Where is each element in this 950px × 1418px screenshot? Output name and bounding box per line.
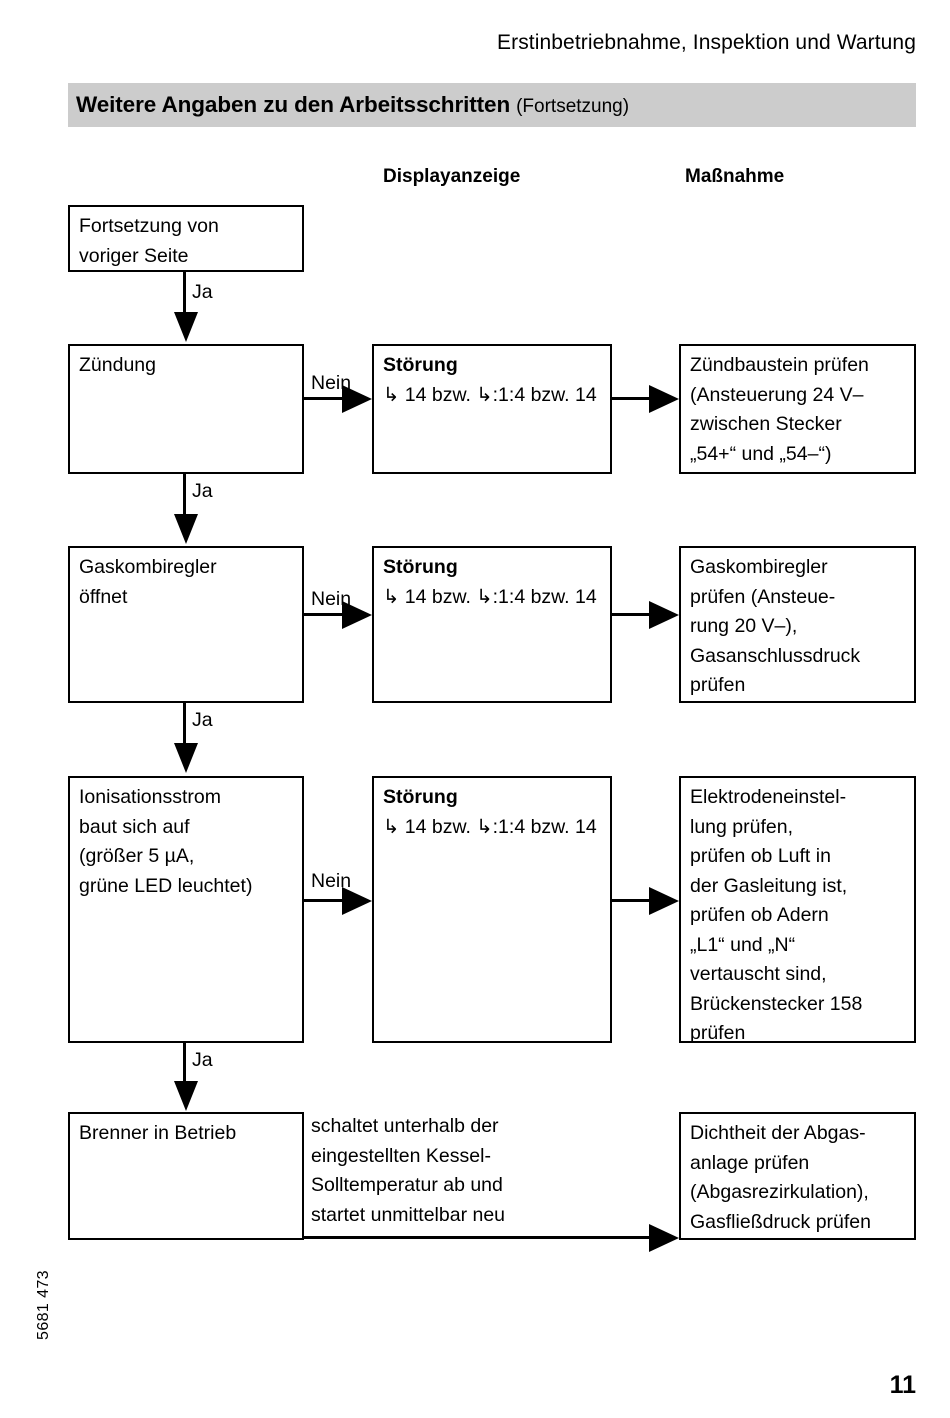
flow-box-line: Brenner in Betrieb: [79, 1122, 237, 1144]
measure-box-line: Gasanschlussdruck: [690, 644, 861, 667]
flow-box-line: (größer 5 µA,: [79, 845, 195, 867]
arrow-down-icon: [174, 1081, 198, 1111]
measure-box-line: prüfen: [690, 1022, 746, 1044]
measure-box-burner: Dichtheit der Abgas- anlage prüfen (Abga…: [679, 1112, 916, 1240]
flow-box-ignition: Zündung: [68, 344, 304, 474]
flow-box-line: Gaskombiregler: [79, 556, 217, 578]
burner-operation-note: schaltet unterhalb der eingestellten Kes…: [311, 1112, 621, 1230]
arrow-right-icon: [649, 1224, 679, 1252]
section-banner: Weitere Angaben zu den Arbeitsschritten(…: [68, 83, 916, 127]
measure-box-line: (Ansteuerung 24 V–: [690, 383, 864, 406]
connector-line-horizontal: [612, 397, 652, 400]
arrow-right-icon: [342, 887, 372, 915]
measure-box-line: Brückenstecker 158: [690, 992, 863, 1015]
edge-label-no: Nein: [311, 372, 352, 394]
measure-box-line: „L1“ und „N“: [690, 933, 796, 956]
flow-box-line: grüne LED leuchtet): [79, 874, 253, 897]
arrow-down-icon: [174, 312, 198, 342]
document-number: 5681 473: [35, 1270, 52, 1340]
edge-label-no: Nein: [311, 870, 352, 892]
connector-line-horizontal: [304, 397, 344, 400]
connector-line-horizontal: [612, 899, 652, 902]
measure-box-line: Zündbaustein prüfen: [690, 354, 869, 376]
connector-line-horizontal: [304, 613, 344, 616]
section-banner-inner: Weitere Angaben zu den Arbeitsschritten(…: [68, 92, 629, 118]
measure-box-line: Gaskombiregler: [690, 556, 828, 578]
display-box-code: ↳ 14 bzw. ↳:1:4 bzw. 14: [383, 585, 597, 608]
connector-line-vertical: [183, 474, 186, 516]
column-heading-measure: Maßnahme: [685, 166, 785, 187]
arrow-right-icon: [649, 601, 679, 629]
flow-box-gas-combination-regulator: Gaskombiregler öffnet: [68, 546, 304, 703]
flow-box-continue-from-previous-page: Fortsetzung von voriger Seite: [68, 205, 304, 272]
measure-box-line: rung 20 V–),: [690, 615, 798, 637]
connector-line-horizontal: [304, 899, 344, 902]
column-heading-display: Displayanzeige: [383, 166, 521, 187]
measure-box-gas-regulator: Gaskombiregler prüfen (Ansteue- rung 20 …: [679, 546, 916, 703]
display-box-fault-ionisation: Störung ↳ 14 bzw. ↳:1:4 bzw. 14: [372, 776, 612, 1043]
display-box-code: ↳ 14 bzw. ↳:1:4 bzw. 14: [383, 383, 597, 406]
measure-box-line: prüfen ob Luft in: [690, 845, 831, 867]
measure-box-line: prüfen ob Adern: [690, 904, 829, 926]
arrow-right-icon: [649, 887, 679, 915]
display-box-title: Störung: [383, 354, 458, 376]
flow-box-line: Fortsetzung von: [79, 215, 219, 237]
flow-box-line: öffnet: [79, 585, 128, 608]
measure-box-ignition: Zündbaustein prüfen (Ansteuerung 24 V– z…: [679, 344, 916, 474]
connector-line-vertical: [183, 1043, 186, 1085]
flow-box-line: Zündung: [79, 354, 156, 376]
flow-box-line: Ionisationsstrom: [79, 786, 221, 808]
measure-box-line: der Gasleitung ist,: [690, 874, 848, 897]
page-title: Weitere Angaben zu den Arbeitsschritten: [76, 92, 511, 117]
note-line: Solltemperatur ab und: [311, 1174, 503, 1196]
note-line: startet unmittelbar neu: [311, 1203, 506, 1226]
page-title-suffix: (Fortsetzung): [516, 96, 630, 117]
connector-line-vertical: [183, 272, 186, 314]
note-line: schaltet unterhalb der: [311, 1115, 499, 1137]
measure-box-line: Dichtheit der Abgas-: [690, 1122, 866, 1144]
measure-box-line: prüfen: [690, 674, 746, 696]
page-number: 11: [889, 1371, 916, 1399]
flow-box-ionisation-current: Ionisationsstrom baut sich auf (größer 5…: [68, 776, 304, 1043]
arrow-right-icon: [649, 385, 679, 413]
display-box-title: Störung: [383, 556, 458, 578]
connector-line-horizontal-long: [304, 1236, 652, 1239]
measure-box-line: lung prüfen,: [690, 815, 793, 838]
edge-label-yes: Ja: [192, 1049, 213, 1071]
measure-box-line: (Abgasrezirkulation),: [690, 1181, 869, 1203]
display-box-code: ↳ 14 bzw. ↳:1:4 bzw. 14: [383, 815, 597, 838]
running-head: Erstinbetriebnahme, Inspektion und Wartu…: [497, 31, 916, 54]
arrow-right-icon: [342, 601, 372, 629]
measure-box-line: zwischen Stecker: [690, 413, 842, 435]
measure-box-line: anlage prüfen: [690, 1151, 810, 1174]
edge-label-yes: Ja: [192, 281, 213, 303]
edge-label-yes: Ja: [192, 709, 213, 731]
flow-box-line: voriger Seite: [79, 244, 189, 267]
display-box-title: Störung: [383, 786, 458, 808]
connector-line-vertical: [183, 703, 186, 745]
measure-box-line: prüfen (Ansteue-: [690, 585, 836, 608]
arrow-down-icon: [174, 743, 198, 773]
flow-box-burner-in-operation: Brenner in Betrieb: [68, 1112, 304, 1240]
measure-box-line: Elektrodeneinstel-: [690, 786, 847, 808]
edge-label-yes: Ja: [192, 480, 213, 502]
edge-label-no: Nein: [311, 588, 352, 610]
display-box-fault-gas-regulator: Störung ↳ 14 bzw. ↳:1:4 bzw. 14: [372, 546, 612, 703]
measure-box-line: vertauscht sind,: [690, 963, 827, 985]
measure-box-line: „54+“ und „54–“): [690, 442, 832, 465]
measure-box-ionisation: Elektrodeneinstel- lung prüfen, prüfen o…: [679, 776, 916, 1044]
flow-box-line: baut sich auf: [79, 815, 190, 838]
note-line: eingestellten Kessel-: [311, 1144, 491, 1167]
arrow-down-icon: [174, 514, 198, 544]
connector-line-horizontal: [612, 613, 652, 616]
display-box-fault-ignition: Störung ↳ 14 bzw. ↳:1:4 bzw. 14: [372, 344, 612, 474]
measure-box-line: Gasfließdruck prüfen: [690, 1210, 871, 1233]
arrow-right-icon: [342, 385, 372, 413]
